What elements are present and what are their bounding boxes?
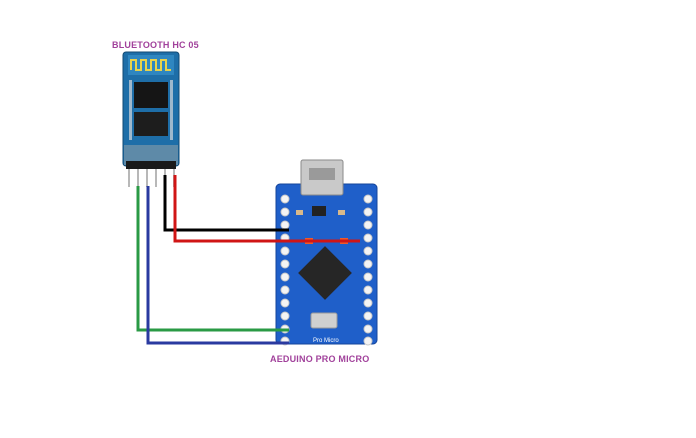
- usb-port-opening: [309, 168, 335, 180]
- arduino-pro-micro: Pro Micro: [275, 159, 378, 346]
- bluetooth-edge-pads-right: [170, 80, 173, 140]
- wire-black: [163, 175, 289, 232]
- regulator-chip: [312, 206, 326, 216]
- wire-red: [173, 175, 360, 243]
- wire-blue: [146, 186, 289, 345]
- bluetooth-flash-chip: [134, 112, 168, 136]
- smd-component: [338, 210, 345, 215]
- bluetooth-header-pcb: [124, 145, 178, 165]
- atmega-chip: [298, 246, 352, 300]
- wire-green: [136, 186, 289, 332]
- arduino-board-label: AEDUINO PRO MICRO: [270, 354, 370, 364]
- bluetooth-edge-pads-left: [129, 80, 132, 140]
- silkscreen-text: Pro Micro: [313, 338, 339, 344]
- arduino-right-pins: [363, 194, 373, 346]
- bluetooth-module-label: BLUETOOTH HC 05: [112, 40, 199, 50]
- bluetooth-module: [122, 51, 180, 187]
- bluetooth-chip: [134, 82, 168, 108]
- crystal-oscillator: [310, 312, 338, 329]
- bluetooth-pins: [128, 169, 175, 187]
- arduino-left-pins: [280, 194, 290, 346]
- antenna-trace: [130, 59, 171, 71]
- bluetooth-pin-header: [126, 161, 176, 169]
- smd-component: [296, 210, 303, 215]
